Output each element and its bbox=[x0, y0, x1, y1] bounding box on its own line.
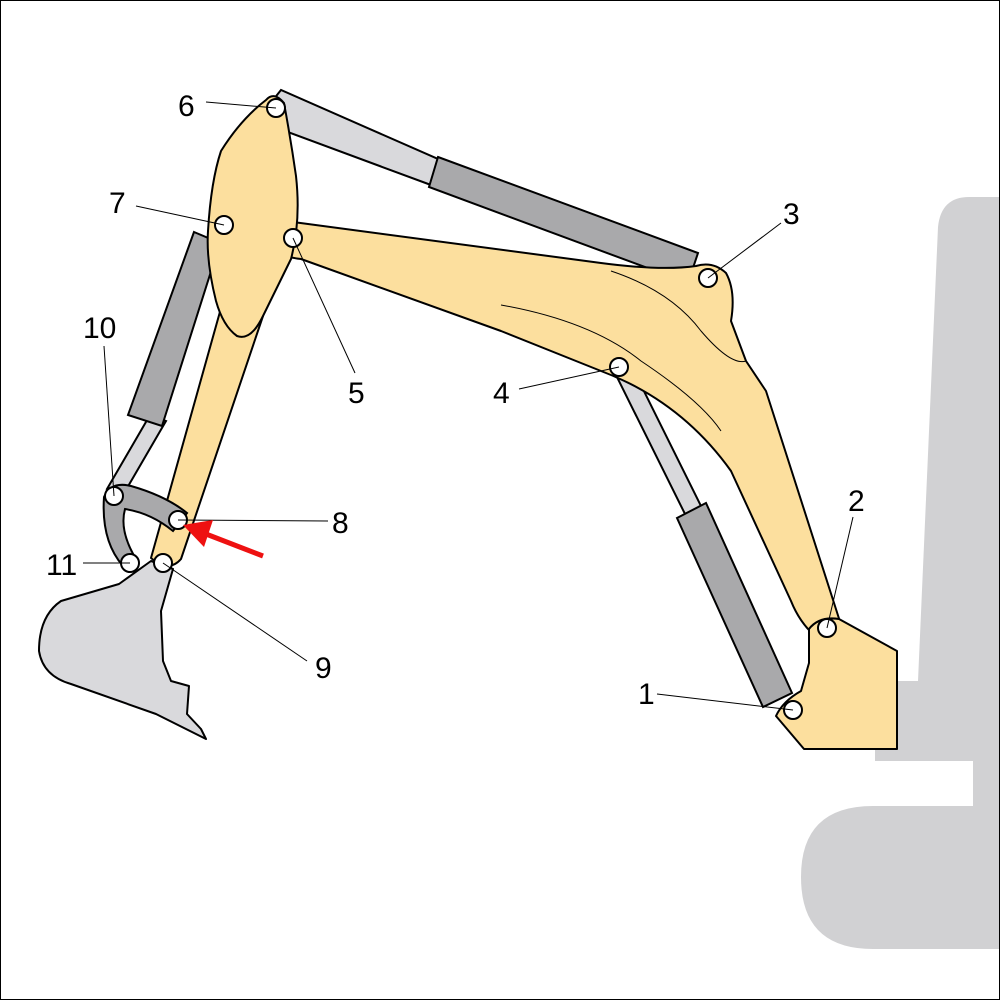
labels: 1 2 3 4 5 6 7 8 9 10 11 bbox=[46, 90, 865, 711]
boom-foot bbox=[775, 617, 898, 750]
red-arrow-icon bbox=[183, 520, 264, 559]
bucket bbox=[38, 560, 207, 740]
label-2: 2 bbox=[848, 485, 865, 518]
label-7: 7 bbox=[109, 187, 126, 220]
machine-body bbox=[801, 197, 999, 949]
label-9: 9 bbox=[315, 652, 332, 685]
boom bbox=[272, 221, 844, 644]
bucket-linkage bbox=[102, 483, 189, 568]
label-11: 11 bbox=[46, 549, 77, 582]
stick-head bbox=[206, 95, 299, 338]
label-3: 3 bbox=[783, 198, 800, 231]
label-6: 6 bbox=[178, 90, 195, 123]
label-4: 4 bbox=[493, 377, 510, 410]
label-8: 8 bbox=[332, 507, 349, 540]
label-10: 10 bbox=[83, 312, 116, 345]
label-1: 1 bbox=[638, 678, 655, 711]
leader-lines bbox=[83, 101, 854, 711]
label-5: 5 bbox=[348, 377, 365, 410]
